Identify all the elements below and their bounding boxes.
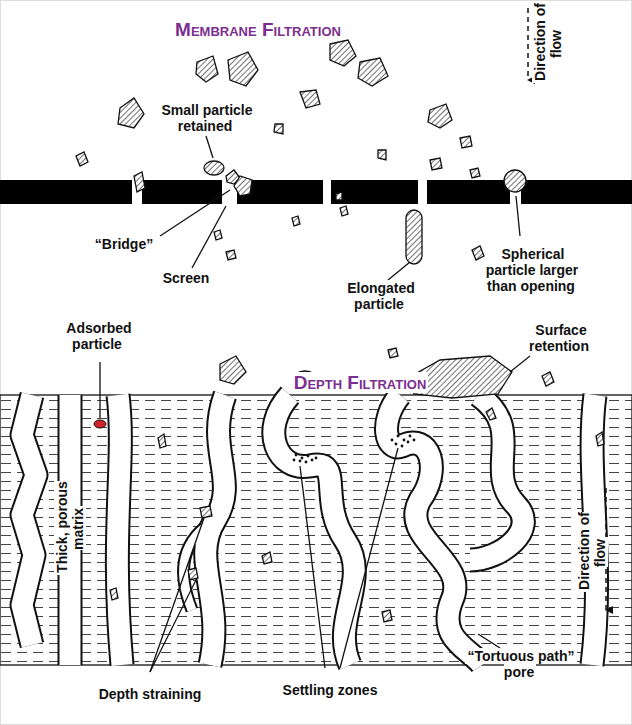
- matrix-label: Thick, porous matrix: [54, 463, 86, 593]
- callout-label: Settling zones: [275, 682, 385, 698]
- section-title: Depth Filtration: [230, 372, 490, 394]
- callout-label: Adsorbed particle: [48, 320, 148, 352]
- callout-label: Depth straining: [95, 686, 205, 702]
- label-text: Thick, porous matrix: [54, 481, 86, 575]
- label-text: “Bridge”: [93, 236, 155, 252]
- label-text: Direction of flow: [576, 512, 608, 592]
- callout-label: Screen: [146, 270, 226, 286]
- callout-label: “Bridge”: [79, 236, 169, 252]
- label-text: Spherical particle larger than opening: [486, 246, 579, 294]
- label-text: Screen: [161, 270, 212, 286]
- callout-label: “Tortuous path” pore: [450, 648, 590, 680]
- callout-label: Elongated particle: [330, 280, 430, 312]
- label-text: Membrane Filtration: [173, 19, 343, 40]
- label-text: Surface retention: [529, 322, 591, 354]
- label-text: Elongated particle: [345, 280, 415, 312]
- callout-label: Spherical particle larger than opening: [476, 246, 588, 294]
- label-text: Small particle retained: [159, 102, 252, 134]
- label-text: Settling zones: [281, 682, 380, 698]
- label-text: Depth Filtration: [292, 372, 429, 393]
- callout-label: Surface retention: [510, 322, 610, 354]
- label-text: Adsorbed particle: [64, 320, 131, 352]
- section-title: Membrane Filtration: [108, 19, 408, 41]
- label-text: Direction of flow: [532, 3, 564, 83]
- label-text: “Tortuous path” pore: [465, 648, 574, 680]
- label-text: Depth straining: [97, 686, 204, 702]
- flow-direction-label: Direction of flow: [532, 3, 564, 83]
- callout-label: Small particle retained: [141, 102, 271, 134]
- flow-direction-label: Direction of flow: [576, 502, 608, 602]
